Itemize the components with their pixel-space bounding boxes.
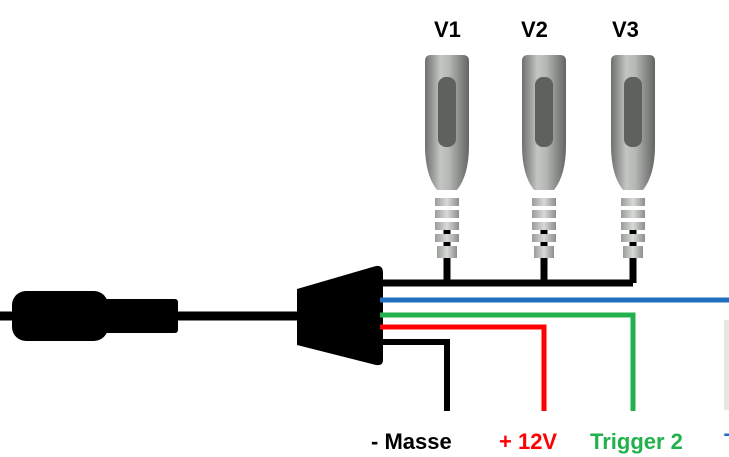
- wire-label-partial: T: [724, 429, 729, 454]
- connector-label-v1: V1: [434, 17, 461, 42]
- black-bus-wire: [380, 228, 637, 287]
- red-wire: [380, 324, 547, 411]
- wire-label-trigger2: Trigger 2: [590, 429, 683, 454]
- rca-connector-v2: [522, 55, 566, 258]
- splitter-block: [297, 265, 383, 366]
- ground-wire: [380, 339, 450, 411]
- connector-label-v3: V3: [612, 17, 639, 42]
- rca-connector-v3: [611, 55, 655, 258]
- right-edge-mark: [724, 320, 729, 410]
- wire-label-12v: + 12V: [499, 429, 557, 454]
- wire-label-ground: - Masse: [371, 429, 452, 454]
- connector-label-v2: V2: [521, 17, 548, 42]
- cable-plug: [12, 291, 178, 341]
- rca-connector-v1: [425, 55, 469, 258]
- green-wire: [380, 312, 636, 411]
